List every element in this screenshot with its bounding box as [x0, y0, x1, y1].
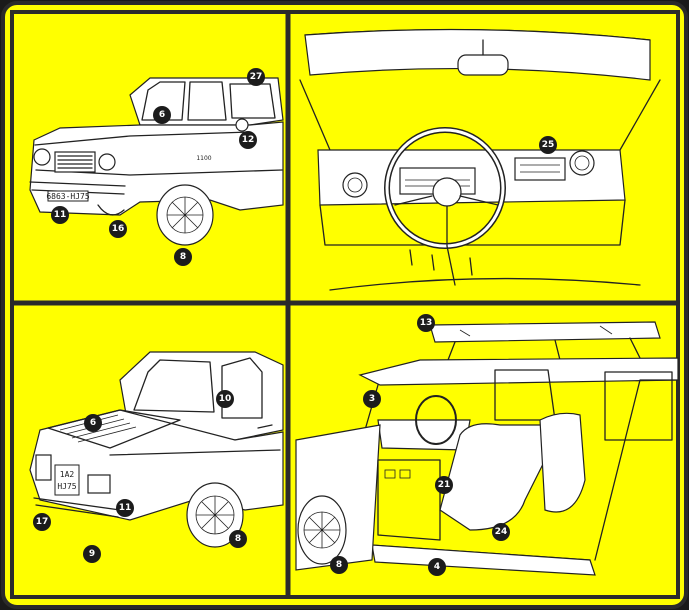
rear-plate-line1: 1A2: [60, 470, 75, 479]
marker-6: 6: [84, 414, 102, 432]
marker-27: 27: [247, 68, 265, 86]
marker-11: 11: [51, 206, 69, 224]
front-car-drawing: 6863-HJ75 1100: [29, 77, 284, 246]
marker-8: 8: [330, 556, 348, 574]
marker-4: 4: [428, 558, 446, 576]
svg-text:17: 17: [36, 517, 49, 527]
roof-rack: [429, 321, 661, 343]
panel-door-open-interior: 13 3 21 24 8 4: [295, 314, 679, 576]
inner-frame: [10, 10, 680, 599]
svg-text:6: 6: [90, 418, 96, 428]
marker-8: 8: [229, 530, 247, 548]
rear-seat: [539, 412, 586, 513]
rear-plate-line2: HJ75: [57, 482, 76, 491]
svg-text:24: 24: [495, 527, 508, 537]
marker-25: 25: [539, 136, 557, 154]
svg-text:27: 27: [250, 72, 263, 82]
panel-front-exterior: 6863-HJ75 1100 27 6 12 11 16 8: [29, 68, 284, 266]
badge-text: 1100: [196, 155, 211, 162]
marker-13: 13: [417, 314, 435, 332]
marker-12: 12: [239, 131, 257, 149]
marker-11: 11: [116, 499, 134, 517]
rear-car-drawing: 1A2 HJ75: [29, 351, 284, 548]
svg-text:16: 16: [112, 224, 125, 234]
marker-16: 16: [109, 220, 127, 238]
svg-text:3: 3: [369, 394, 375, 404]
svg-text:12: 12: [242, 135, 255, 145]
svg-text:6: 6: [159, 110, 165, 120]
marker-17: 17: [33, 513, 51, 531]
svg-text:13: 13: [420, 318, 433, 328]
marker-3: 3: [363, 390, 381, 408]
svg-text:8: 8: [336, 560, 342, 570]
svg-text:4: 4: [434, 562, 440, 572]
marker-10: 10: [216, 390, 234, 408]
panel-dashboard-interior: 25: [299, 28, 661, 291]
svg-text:11: 11: [119, 503, 132, 513]
marker-6: 6: [153, 106, 171, 124]
svg-text:25: 25: [542, 140, 555, 150]
svg-text:11: 11: [54, 210, 67, 220]
body-shape: [29, 121, 284, 216]
svg-text:8: 8: [235, 534, 241, 544]
marker-21: 21: [435, 476, 453, 494]
dashboard-drawing: [299, 28, 661, 291]
door-open-drawing: [295, 321, 679, 576]
svg-text:9: 9: [89, 549, 95, 559]
front-plate: 6863-HJ75: [46, 192, 90, 201]
svg-text:21: 21: [438, 480, 451, 490]
marker-8: 8: [174, 248, 192, 266]
svg-text:8: 8: [180, 252, 186, 262]
panel-rear-exterior: 1A2 HJ75 6 10 17 11 9 8: [29, 351, 284, 563]
marker-9: 9: [83, 545, 101, 563]
svg-text:10: 10: [219, 394, 232, 404]
marker-24: 24: [492, 523, 510, 541]
